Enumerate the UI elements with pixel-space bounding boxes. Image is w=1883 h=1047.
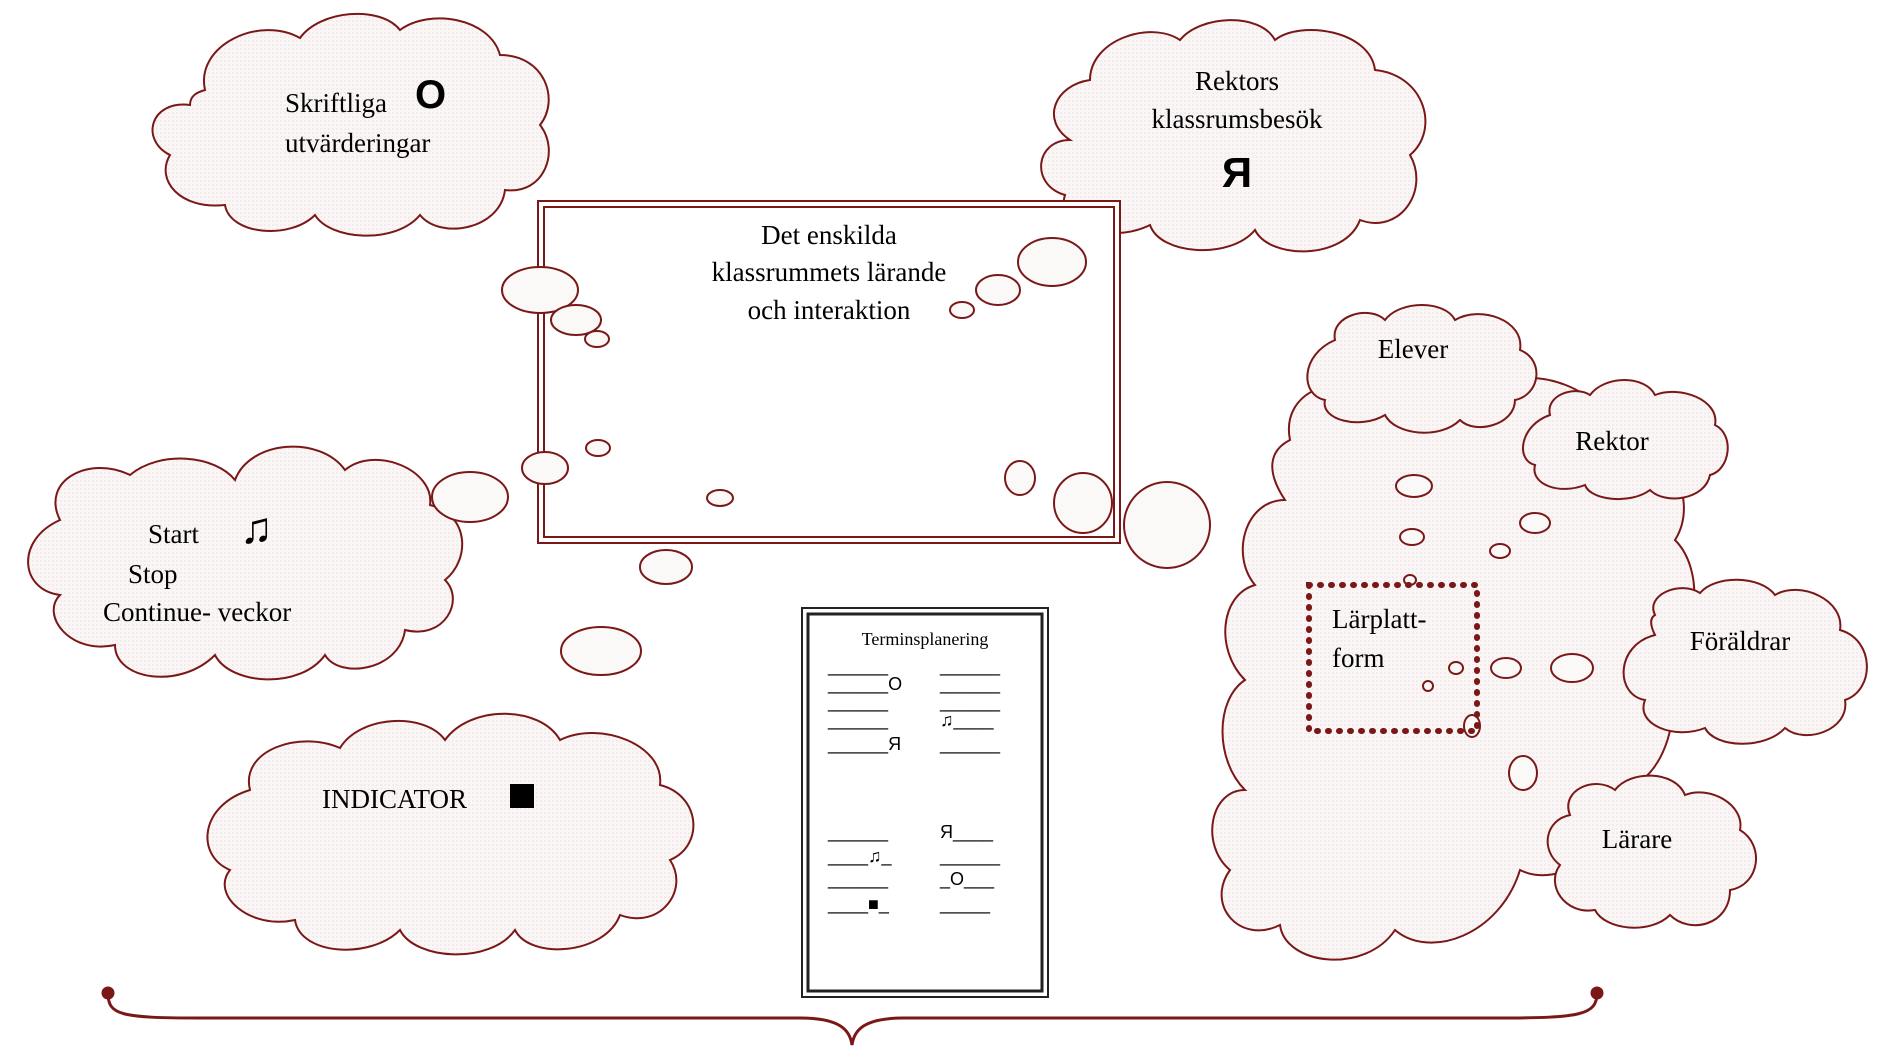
term-plan-row-right: Я____ [940, 822, 994, 843]
cloud-principal-visits: Rektors klassrumsbesök Я [1040, 19, 1427, 253]
cloud-parents: Föräldrar [1622, 578, 1868, 745]
classroom-label-line3: och interaktion [748, 295, 911, 325]
thought-bubble [560, 626, 642, 676]
cloud-label-students: Elever [1378, 334, 1448, 364]
cloud-shape [206, 712, 695, 956]
thought-bubble [639, 549, 693, 585]
term-plan-row-right: ♫____ [940, 710, 995, 731]
classroom-label-line1: Det enskilda [761, 220, 897, 250]
term-plan-row-left: ______ [827, 822, 889, 843]
term-plan-row-right: ______ [939, 846, 1001, 867]
term-plan-row-right: ______ [939, 692, 1001, 713]
term-plan-row-right: _O___ [939, 869, 995, 890]
thought-bubble [585, 439, 611, 457]
music-note-icon: ♫ [240, 504, 273, 553]
thought-bubble [521, 451, 569, 485]
term-plan-document: Terminsplanering __________________O____… [801, 607, 1049, 998]
cloud-shape [1306, 304, 1538, 434]
brace-end-dot [1590, 986, 1604, 1000]
learning-platform-label-line2: form [1332, 643, 1384, 673]
cloud-teachers: Lärare [1546, 774, 1757, 929]
thought-bubble [584, 330, 610, 348]
term-plan-title: Terminsplanering [862, 629, 989, 649]
thought-bubble [949, 301, 975, 319]
term-plan-rows: __________________O_____________________… [827, 656, 1001, 915]
thought-bubble [1550, 653, 1594, 683]
term-plan-row-left: ______Я [827, 734, 901, 755]
cloud-label-continue: Continue- veckor [103, 597, 291, 627]
brace-path [106, 992, 1599, 1046]
cloud-students: Elever [1306, 304, 1538, 434]
cloud-label-line1: Skriftliga [285, 88, 387, 118]
term-plan-row-left: ______ [827, 869, 889, 890]
thought-bubble [1519, 512, 1551, 534]
circle-symbol-icon: O [415, 73, 446, 117]
learning-platform-label-line1: Lärplatt- [1332, 604, 1426, 634]
cloud-shape [1546, 774, 1757, 929]
thought-bubble [1123, 481, 1211, 569]
cloud-shape [1522, 379, 1729, 501]
term-plan-row-left: ____♫_ [827, 846, 893, 867]
thought-bubble [975, 274, 1021, 306]
thought-bubble [1448, 661, 1464, 675]
term-plan-row-left: ______ [827, 692, 889, 713]
cloud-shape [1622, 578, 1868, 745]
thought-bubble [706, 489, 734, 507]
cloud-shape [151, 12, 550, 237]
thought-bubble [1053, 472, 1113, 534]
term-plan-outer-border [801, 607, 1049, 998]
thought-bubbles [431, 237, 1211, 676]
term-plan-row-right: _____ [939, 894, 991, 915]
cloud-principal: Rektor [1522, 379, 1729, 501]
cloud-label-parents: Föräldrar [1690, 626, 1790, 656]
cloud-label-line2: utvärderingar [285, 128, 430, 158]
thought-bubble [431, 471, 509, 523]
term-plan-row-left: ______ [827, 710, 889, 731]
term-plan-row-right: ______ [939, 734, 1001, 755]
term-plan-row-right: ______ [939, 656, 1001, 677]
bottom-brace [101, 986, 1604, 1046]
thought-bubble [1490, 657, 1522, 679]
classroom-box-inner-border [543, 206, 1115, 538]
learning-platform-box [1306, 582, 1480, 734]
cloud-label-start: Start [148, 519, 199, 549]
cloud-indicator: INDICATOR [206, 712, 695, 956]
thought-bubble [1004, 460, 1036, 496]
thought-bubble [1489, 543, 1511, 559]
classroom-label-line2: klassrummets lärande [712, 257, 947, 287]
square-symbol-icon [510, 784, 534, 808]
cloud-shape [27, 445, 464, 681]
term-plan-inner-border [806, 612, 1044, 993]
brace-end-dot [101, 986, 115, 1000]
cloud-shape [1040, 19, 1427, 253]
cloud-label-line1: Rektors [1195, 66, 1279, 96]
thought-bubble [501, 266, 579, 314]
thought-bubble [1422, 680, 1434, 692]
cloud-label-line2: klassrumsbesök [1152, 104, 1323, 134]
term-plan-row-left: ______ [827, 656, 889, 677]
platform-cluster: Elever Rektor Föräldrar Lärare Lärplatt-… [1211, 304, 1868, 961]
indicator-label: INDICATOR [322, 784, 467, 814]
thought-bubble [1508, 755, 1538, 791]
term-plan-row-left: ______O [827, 674, 902, 695]
cloud-label-stop: Stop [128, 559, 178, 589]
thought-bubble [1395, 474, 1433, 498]
cloud-written-evaluations: Skriftliga O utvärderingar [151, 12, 550, 237]
cloud-start-stop-continue: Start ♫ Stop Continue- veckor [27, 445, 464, 681]
cloud-label-teachers: Lärare [1602, 824, 1672, 854]
thought-bubble [1399, 528, 1425, 546]
cloud-label-principal: Rektor [1575, 426, 1649, 456]
term-plan-row-left: ____■_ [827, 894, 890, 915]
thought-bubble [550, 304, 602, 336]
reversed-r-symbol-icon: Я [1222, 149, 1252, 196]
term-plan-row-right: ______ [939, 674, 1001, 695]
thought-bubble [1017, 237, 1087, 287]
